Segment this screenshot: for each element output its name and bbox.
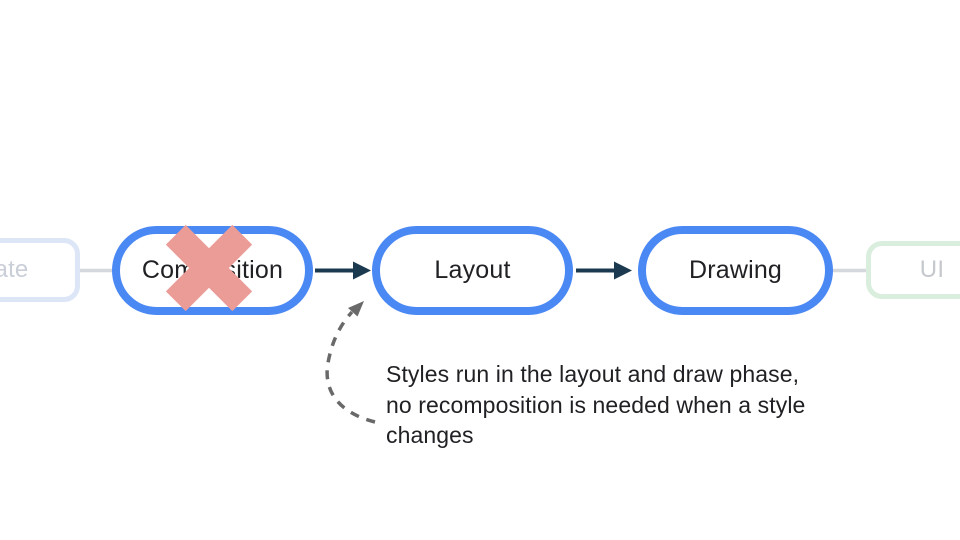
arrow-layout-to-drawing-icon xyxy=(576,261,632,280)
node-ui-label: UI xyxy=(919,256,945,283)
annotation-line-1: Styles run in the layout and draw phase, xyxy=(386,361,800,387)
node-ui-faded: UI xyxy=(866,241,960,299)
node-layout-label: Layout xyxy=(434,256,511,284)
annotation-text: Styles run in the layout and draw phase,… xyxy=(386,359,805,451)
annotation-line-2: no recomposition is needed when a style xyxy=(386,391,806,418)
arrow-composition-to-layout-icon xyxy=(315,261,371,280)
node-state-faded: ate xyxy=(0,238,80,302)
node-drawing-label: Drawing xyxy=(688,256,783,284)
node-drawing: Drawing xyxy=(638,226,833,315)
x-mark-icon xyxy=(162,224,256,312)
dashed-annotation-arrow-icon xyxy=(325,301,376,424)
annotation-line-3: changes xyxy=(386,422,474,448)
node-state-label: ate xyxy=(0,256,29,283)
node-layout: Layout xyxy=(372,226,573,315)
